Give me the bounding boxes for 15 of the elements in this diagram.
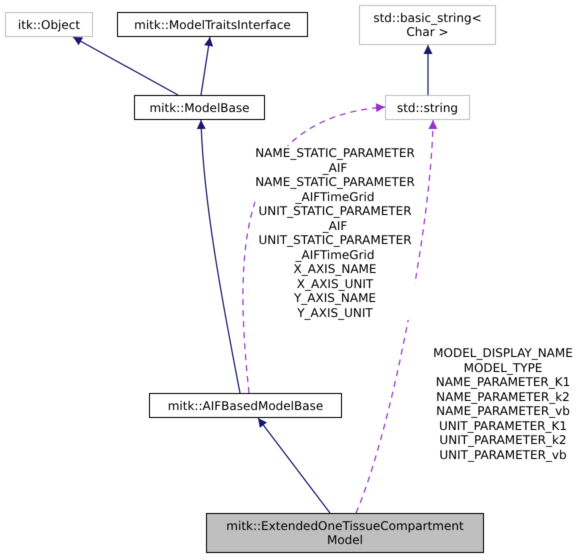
class-box: mitk::ModelTraitsInterface: [117, 12, 308, 37]
class-box: std::basic_string< Char >: [359, 5, 496, 45]
edge-label: NAME_STATIC_PARAMETER _AIF NAME_STATIC_PARAMETER _AIFTimeGrid UNIT_STATIC_PARAMETER _AIF UNIT_STATIC_PARAMETER _AIFTimeGrid X_AXIS_NAME X_AXIS_UNIT Y_AXIS_NAME Y_AXIS_UNIT: [255, 146, 415, 320]
arrow: [355, 120, 438, 514]
arrow: [424, 45, 432, 95]
arrow: [258, 418, 330, 514]
arrow: [196, 120, 241, 394]
class-box: itk::Object: [5, 12, 93, 37]
class-box: mitk::ExtendedOneTissueCompartment Model: [206, 513, 484, 553]
edge-label: MODEL_DISPLAY_NAME MODEL_TYPE NAME_PARAMETER_K1 NAME_PARAMETER_k2 NAME_PARAMETER_vb UNIT_PARAMETER_K1 UNIT_PARAMETER_k2 UNIT_PARAMETER_vb: [433, 346, 573, 462]
arrow: [200, 36, 214, 96]
arrow: [72, 36, 178, 96]
class-box: mitk::ModelBase: [134, 95, 265, 120]
class-box: mitk::AIFBasedModelBase: [149, 393, 342, 418]
class-box: std::string: [385, 95, 470, 120]
